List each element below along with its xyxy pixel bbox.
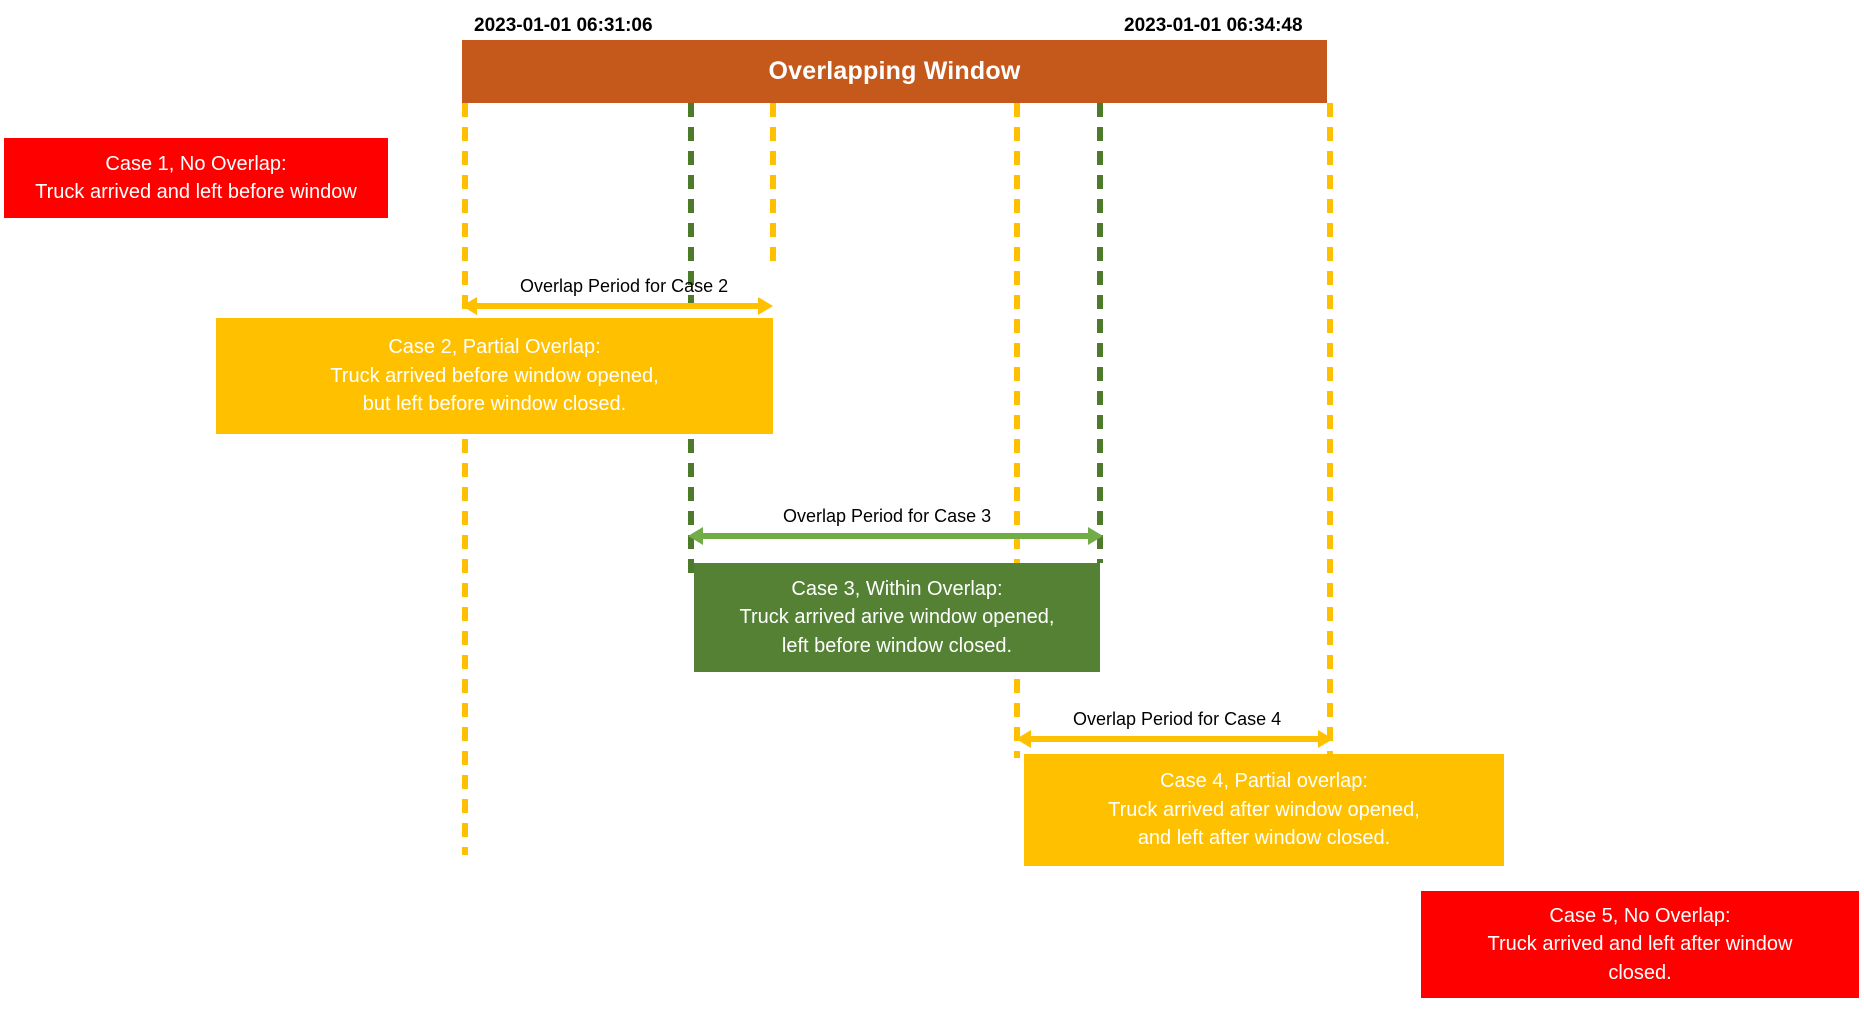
case4-line-1: Truck arrived after window opened, bbox=[1108, 798, 1420, 821]
overlapping-window-bar: Overlapping Window bbox=[462, 40, 1327, 103]
case4-box: Case 4, Partial overlap: Truck arrived a… bbox=[1024, 754, 1504, 866]
case5-box: Case 5, No Overlap: Truck arrived and le… bbox=[1421, 891, 1859, 998]
case2-line-1: Truck arrived before window opened, bbox=[330, 364, 659, 387]
case3-line-2: left before window closed. bbox=[781, 634, 1013, 657]
case4-arrow-shaft bbox=[1026, 736, 1323, 742]
window-start-timestamp: 2023-01-01 06:31:06 bbox=[474, 15, 653, 36]
case5-title: Case 5, No Overlap: bbox=[1549, 904, 1731, 927]
guide-line-case2-departure bbox=[770, 103, 776, 263]
guide-line-window-close bbox=[1327, 103, 1333, 758]
case3-overlap-arrow bbox=[688, 527, 1103, 545]
guide-line-case3-departure bbox=[1097, 103, 1103, 563]
case4-arrow-head-right bbox=[1318, 730, 1333, 748]
case3-title: Case 3, Within Overlap: bbox=[791, 577, 1003, 600]
case1-box: Case 1, No Overlap: Truck arrived and le… bbox=[4, 138, 388, 218]
window-end-timestamp: 2023-01-01 06:34:48 bbox=[1124, 15, 1303, 36]
case4-title: Case 4, Partial overlap: bbox=[1160, 770, 1368, 793]
case2-title: Case 2, Partial Overlap: bbox=[388, 336, 601, 359]
case4-overlap-arrow bbox=[1016, 730, 1333, 748]
case1-line-1: Truck arrived and left before window bbox=[35, 181, 357, 203]
case2-overlap-label: Overlap Period for Case 2 bbox=[520, 276, 729, 296]
case2-arrow-shaft bbox=[472, 303, 763, 309]
case2-arrow-head-right bbox=[758, 297, 773, 315]
overlapping-window-title: Overlapping Window bbox=[768, 57, 1021, 85]
case3-arrow-head-right bbox=[1088, 527, 1103, 545]
case2-line-2: but left before window closed. bbox=[362, 393, 627, 416]
case3-arrow-shaft bbox=[698, 533, 1093, 539]
guide-line-window-open bbox=[462, 103, 468, 855]
case3-overlap-label: Overlap Period for Case 3 bbox=[783, 506, 992, 526]
case4-arrow-head-left bbox=[1016, 730, 1031, 748]
case1-title: Case 1, No Overlap: bbox=[105, 152, 287, 175]
case5-line-2: closed. bbox=[1608, 961, 1672, 984]
case2-box: Case 2, Partial Overlap: Truck arrived b… bbox=[216, 318, 773, 434]
case4-overlap-label: Overlap Period for Case 4 bbox=[1073, 709, 1282, 729]
case4-line-2: and left after window closed. bbox=[1137, 827, 1391, 850]
case2-overlap-arrow bbox=[462, 297, 773, 315]
case3-line-1: Truck arrived arive window opened, bbox=[739, 606, 1055, 629]
case3-arrow-head-left bbox=[688, 527, 703, 545]
case2-arrow-head-left bbox=[462, 297, 477, 315]
case5-line-1: Truck arrived and left after window bbox=[1487, 933, 1793, 956]
case3-box: Case 3, Within Overlap: Truck arrived ar… bbox=[694, 563, 1100, 672]
guide-line-case4-arrival bbox=[1014, 103, 1020, 758]
